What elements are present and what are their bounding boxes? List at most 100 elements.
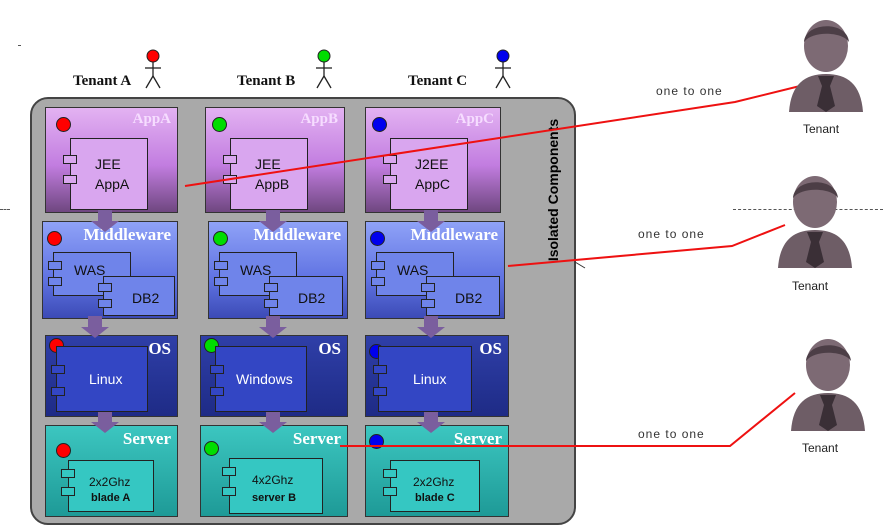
component-j2ee-appc: J2EE AppC [383,138,468,210]
app-title: AppB [300,111,338,127]
os-box-b: OS Windows [200,335,348,417]
component-tab [264,299,278,308]
component-tab [222,487,236,496]
component-line-1: 4x2Ghz [252,473,294,487]
relation-label-1: one to one [656,84,723,98]
component-linux: Linux [373,346,472,412]
component-linux: Linux [51,346,148,412]
component-tab [48,261,62,270]
tenant-dot [370,231,385,246]
component-tab [51,387,65,396]
tenant-a-label: Tenant A [73,73,132,89]
component-label: DB2 [298,290,326,306]
down-arrow-head [417,422,445,433]
relation-label-2: one to one [638,227,705,241]
tenant-dot [213,231,228,246]
component-tab [264,283,278,292]
component-tab [48,277,62,286]
stick-figure-c-icon [495,49,511,89]
app-title: AppA [132,111,171,127]
tenant-name-2: Tenant [792,279,829,293]
component-tab [222,467,236,476]
component-jee-appa: JEE AppA [63,138,148,210]
component-tab [98,283,112,292]
middleware-box-b: Middleware WAS DB2 [208,221,348,319]
component-tab [63,175,77,184]
tenant-c-label: Tenant C [408,73,468,89]
tenant-dot [56,443,71,458]
stick-figure-a-icon [145,49,161,89]
component-server: 4x2Ghz server B [222,458,323,514]
tenant-name-3: Tenant [802,441,839,455]
down-arrow-head [81,327,109,338]
component-windows: Windows [210,346,307,412]
tenant-person-icon [778,176,852,268]
tenant-dot [212,117,227,132]
down-arrow-icon [266,210,280,222]
app-box-a: AppA JEE AppA [45,107,178,213]
component-tab [383,487,397,496]
tenant-person-icon [789,20,863,112]
component-tab [421,283,435,292]
component-tab [61,487,75,496]
server-title: Server [453,429,502,448]
component-label: WAS [397,262,429,278]
dashed-line-left [0,209,10,210]
component-label: DB2 [132,290,160,306]
down-arrow-head [259,327,287,338]
component-line-2: AppA [95,176,130,192]
component-tab [373,387,387,396]
tenant-person-icon [791,339,865,431]
component-line-1: JEE [255,156,281,172]
app-title: AppC [455,111,494,127]
component-line-2: blade A [91,492,131,504]
tenant-dot [56,117,71,132]
component-db2: DB2 [421,276,500,316]
component-tab [98,299,112,308]
middleware-box-c: Middleware WAS DB2 [365,221,505,319]
component-line-2: server B [252,492,297,504]
tenant-dot [372,117,387,132]
server-title: Server [292,429,341,448]
server-box-a: Server 2x2Ghz blade A [45,425,178,517]
down-arrow-icon [266,316,280,328]
component-line-2: blade C [415,492,455,504]
down-arrow-head [417,221,445,232]
component-label: WAS [240,262,272,278]
component-tab [214,277,228,286]
relation-label-3: one to one [638,427,705,441]
os-box-a: OS Linux [45,335,178,417]
component-tab [421,299,435,308]
down-arrow-head [91,422,119,433]
component-tab [63,155,77,164]
component-tab [210,387,224,396]
component-line-2: AppC [415,176,451,192]
tenant-dot [204,441,219,456]
server-box-b: Server 4x2Ghz server B [200,425,348,517]
middleware-box-a: Middleware WAS DB2 [42,221,178,319]
tenant-dot [47,231,62,246]
component-line-1: JEE [95,156,121,172]
tenant-name-1: Tenant [803,122,840,136]
down-arrow-icon [98,210,112,222]
down-arrow-icon [424,316,438,328]
os-title: OS [148,339,171,358]
tick-mark [574,261,586,269]
component-tab [383,469,397,478]
stick-figure-b-icon [316,49,332,89]
component-tab [223,155,237,164]
os-title: OS [479,339,502,358]
component-tab [371,277,385,286]
component-tab [373,365,387,374]
down-arrow-head [259,422,287,433]
os-box-c: OS Linux [365,335,509,417]
component-server: 2x2Ghz blade C [383,460,480,512]
down-arrow-head [91,221,119,232]
os-title: OS [318,339,341,358]
down-arrow-icon [88,316,102,328]
component-db2: DB2 [264,276,343,316]
component-line-1: J2EE [415,156,449,172]
down-arrow-icon [98,412,112,424]
app-box-c: AppC J2EE AppC [365,107,501,213]
component-server: 2x2Ghz blade A [61,460,154,512]
